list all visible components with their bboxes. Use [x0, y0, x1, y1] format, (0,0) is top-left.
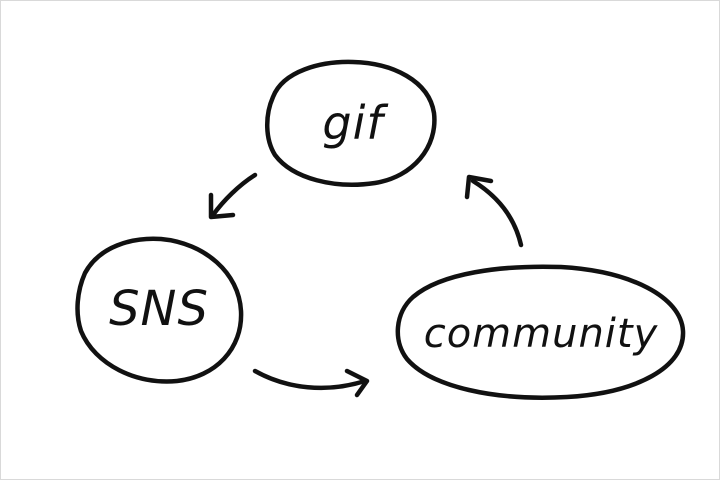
arrow-community-to-gif [464, 174, 524, 248]
arrow-sns-to-community-shaft [252, 368, 368, 391]
node-community: community [395, 264, 686, 400]
node-sns-label: SNS [109, 281, 209, 337]
node-sns-outline [75, 236, 244, 384]
node-gif-outline [265, 59, 437, 187]
arrow-gif-to-sns [208, 172, 258, 220]
node-gif-label: gif [322, 96, 388, 150]
node-sns: SNS [75, 236, 244, 384]
node-community-label: community [424, 311, 659, 357]
arrow-community-to-gif-head [464, 174, 494, 200]
node-community-outline [395, 264, 686, 400]
arrow-sns-to-community-head [344, 368, 370, 398]
arrow-community-to-gif-shaft [470, 178, 524, 248]
arrow-gif-to-sns-shaft [210, 172, 258, 218]
arrow-sns-to-community [252, 368, 370, 398]
node-gif: gif [265, 59, 437, 187]
arrow-gif-to-sns-head [208, 192, 236, 220]
